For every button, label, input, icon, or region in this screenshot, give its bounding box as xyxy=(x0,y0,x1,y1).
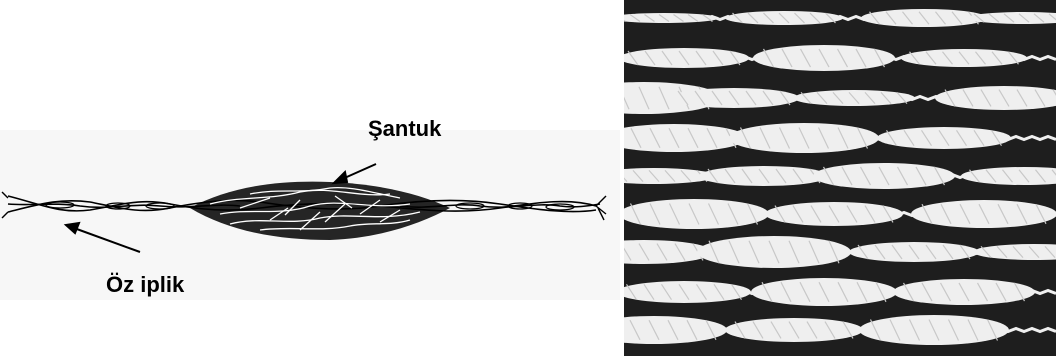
yarn-strand xyxy=(624,315,1056,345)
yarn-strand xyxy=(624,163,1056,189)
yarn-strand xyxy=(624,9,1056,27)
yarn-strand xyxy=(624,278,1056,306)
yarn-strand xyxy=(624,123,1056,153)
yarn-strand xyxy=(624,45,1056,71)
yarn-strand xyxy=(624,82,1056,114)
yarn-diagram-svg xyxy=(0,0,620,356)
core-yarn-label: Öz iplik xyxy=(106,272,184,298)
slub-yarn-photo-drawing xyxy=(624,0,1056,356)
yarn-strand xyxy=(624,236,1056,268)
yarn-diagram: Şantuk Öz iplik xyxy=(0,0,620,356)
slub-yarn-photo xyxy=(624,0,1056,356)
slub-label: Şantuk xyxy=(368,116,441,142)
yarn-strand xyxy=(624,199,1056,229)
